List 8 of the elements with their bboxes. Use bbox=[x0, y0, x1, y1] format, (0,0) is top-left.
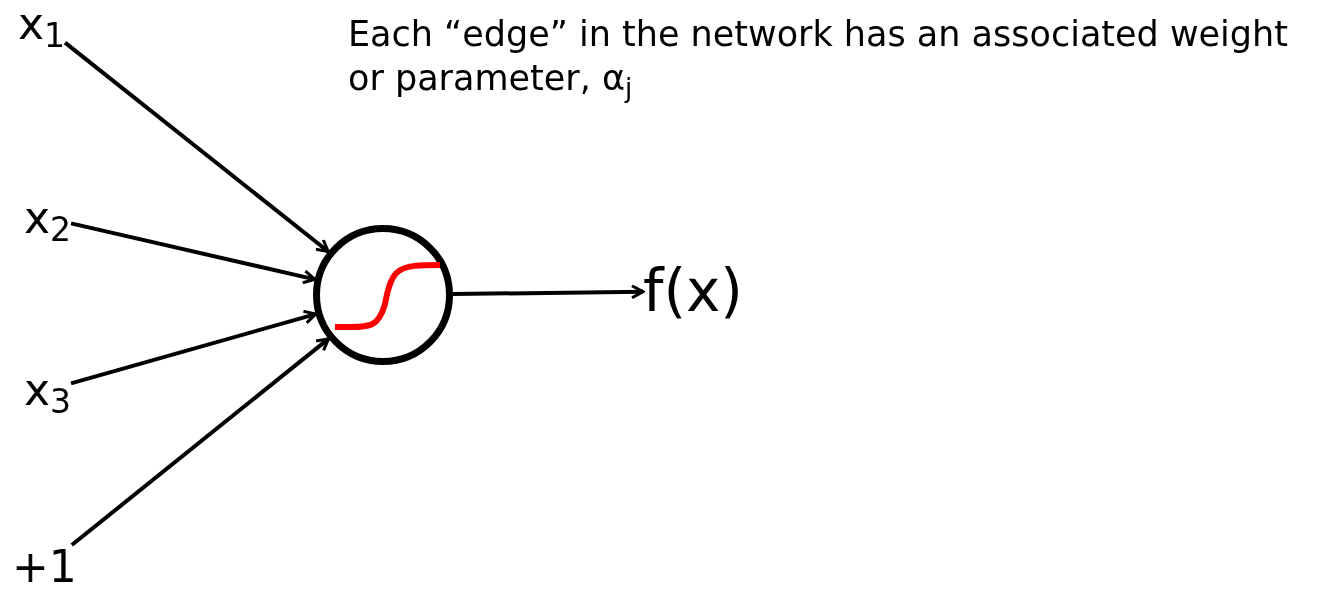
input-label: x$_{2}$ bbox=[24, 196, 72, 240]
input-label: x$_{3}$ bbox=[24, 368, 72, 412]
output-label: f(x) bbox=[643, 262, 743, 320]
input-label: +1 bbox=[12, 545, 77, 589]
arrow bbox=[63, 41, 330, 254]
arrow bbox=[70, 337, 330, 547]
arrow bbox=[452, 284, 645, 300]
input-label: x$_{1}$ bbox=[18, 2, 66, 46]
